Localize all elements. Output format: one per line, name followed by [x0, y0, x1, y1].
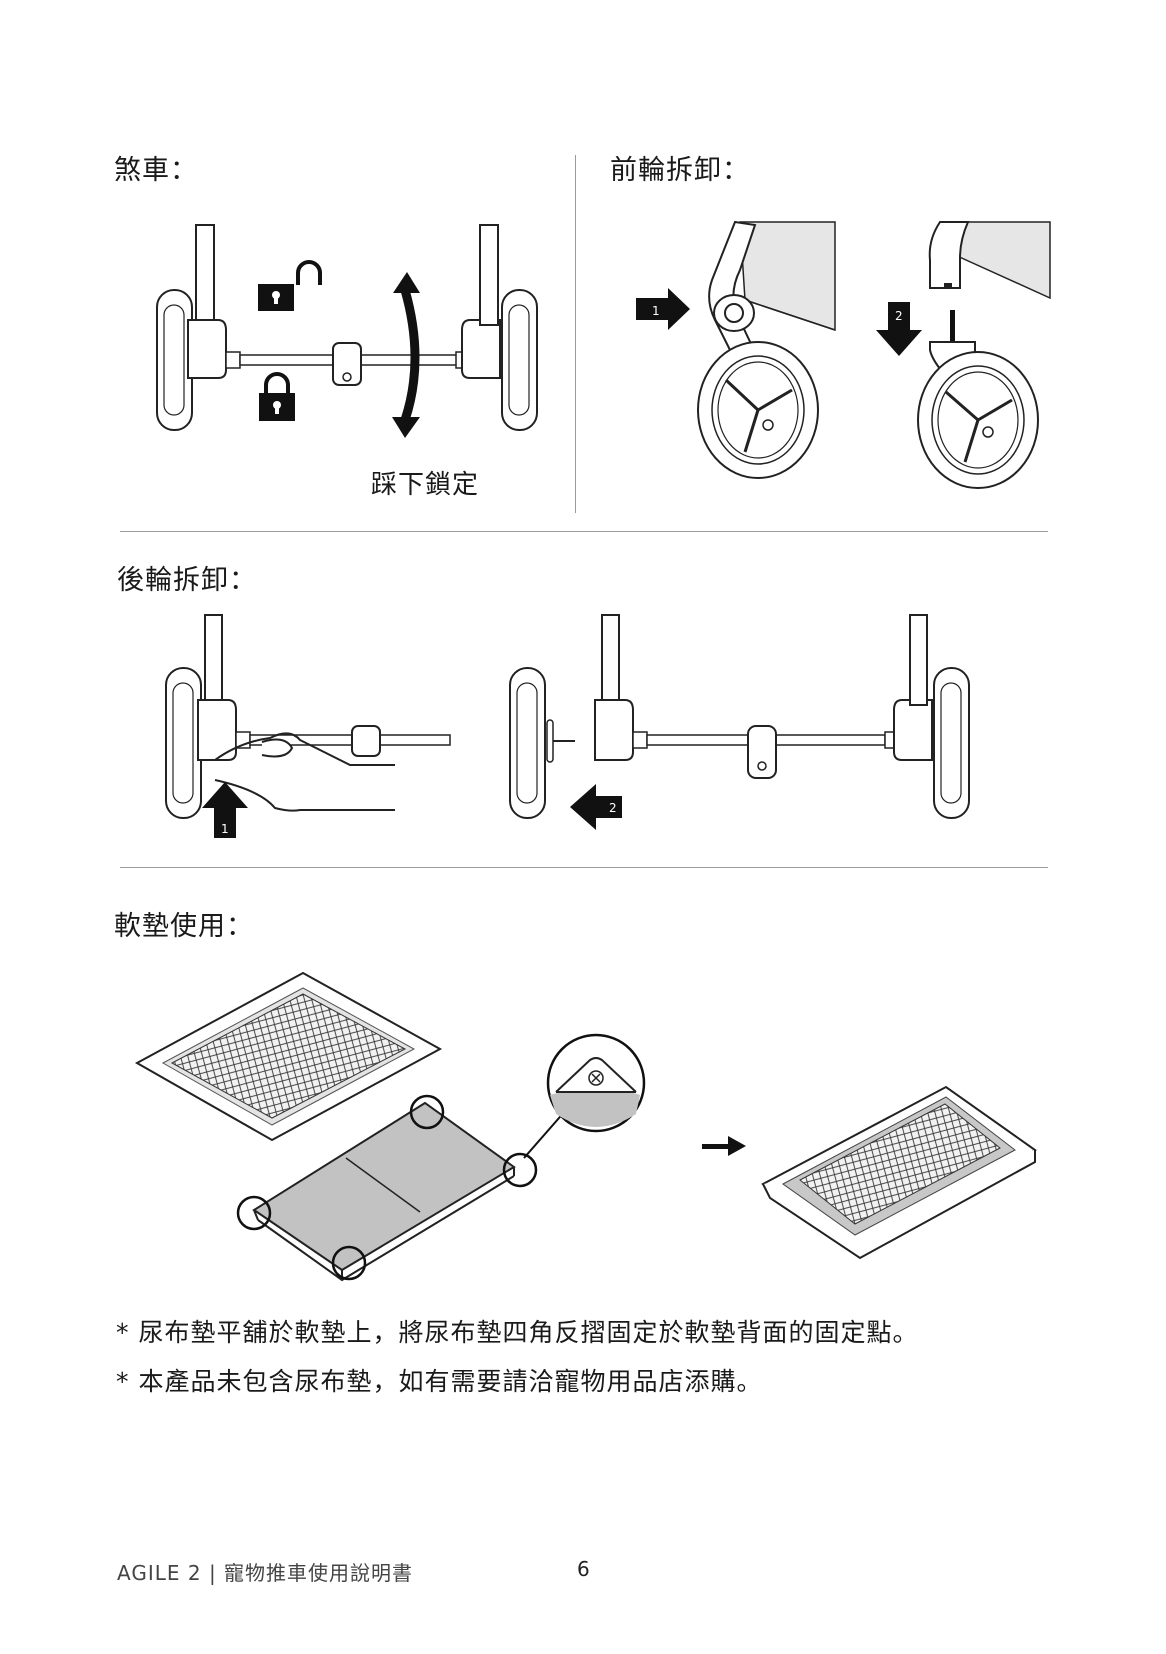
divider-2 [120, 867, 1048, 868]
brake-heading: 煞車： [114, 155, 198, 186]
vertical-divider [575, 155, 576, 513]
note-1: * 尿布墊平舖於軟墊上，將尿布墊四角反摺固定於軟墊背面的固定點。 [116, 1318, 919, 1347]
divider-1 [120, 531, 1048, 532]
arrow-up-icon [202, 782, 248, 838]
rear-step-2: 2 [609, 801, 617, 815]
rear-step-1: 1 [221, 822, 229, 836]
arrow-right-icon [636, 288, 690, 330]
footer-title: AGILE 2 | 寵物推車使用說明書 [117, 1561, 414, 1585]
note-2: * 本產品未包含尿布墊，如有需要請洽寵物用品店添購。 [116, 1367, 763, 1396]
arrow-right-icon [702, 1136, 746, 1156]
arrow-down-icon [876, 302, 922, 356]
page-number: 6 [577, 1557, 590, 1581]
front-wheel-heading: 前輪拆卸： [610, 155, 750, 186]
unlock-icon [258, 260, 322, 311]
lock-icon [259, 372, 295, 421]
brake-caption: 踩下鎖定 [371, 470, 480, 500]
double-arrow-icon [392, 272, 420, 438]
cushion-heading: 軟墊使用： [114, 911, 254, 942]
front-step-2: 2 [895, 309, 903, 323]
front-step-1: 1 [652, 304, 660, 318]
rear-wheel-heading: 後輪拆卸： [117, 565, 257, 596]
arrow-left-icon [570, 784, 622, 830]
